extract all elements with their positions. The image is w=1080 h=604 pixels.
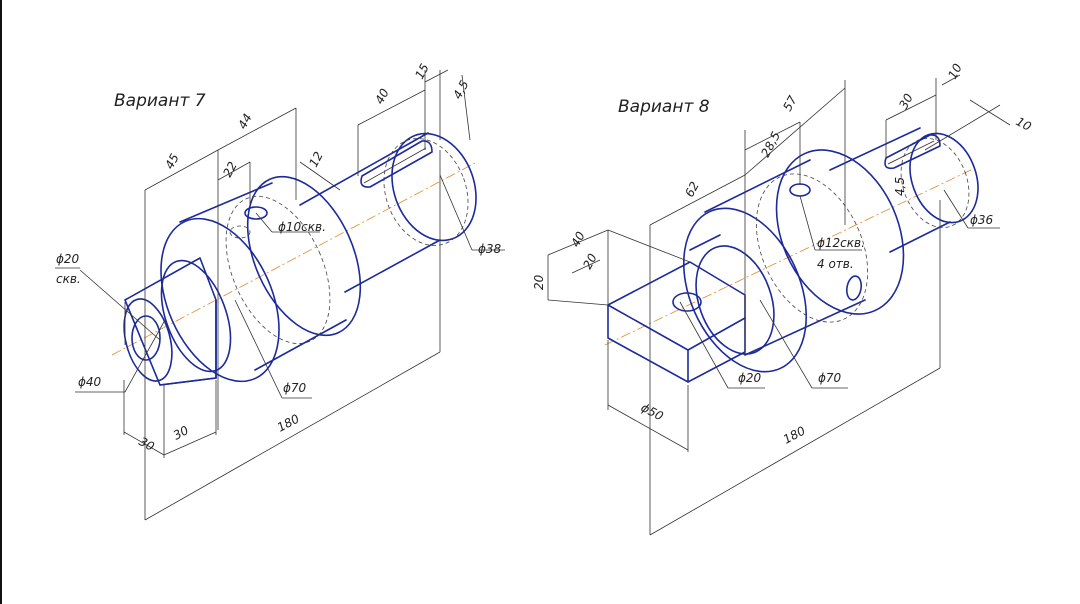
- dim8-d70: ϕ70: [818, 371, 842, 385]
- part8-main-cylinder: [682, 149, 905, 373]
- dim8-180: 180: [781, 423, 808, 446]
- variant-8-drawing: Вариант 8: [532, 61, 1034, 536]
- dim7-44: 44: [235, 111, 255, 131]
- part7-main-cylinder: [160, 175, 362, 383]
- dim8-40: 40: [568, 229, 588, 249]
- dim7-d70: ϕ70: [283, 381, 307, 395]
- dim7-40: 40: [372, 86, 392, 106]
- dim8-57: 57: [780, 93, 800, 113]
- dim8-28-5: 28,5: [758, 129, 783, 159]
- dim7-hole: ϕ10скв.: [278, 220, 326, 234]
- part7-through-hole: [244, 206, 268, 220]
- part8-hole-top: [789, 183, 811, 197]
- dim8-4-5: 4,5: [893, 177, 907, 196]
- dim7-d20: ϕ20: [56, 252, 80, 266]
- part7-square-hole: [131, 315, 161, 361]
- dim8-20b: 20: [532, 274, 546, 290]
- dim8-d50: ϕ50: [639, 400, 666, 423]
- part8-collar: [689, 234, 775, 355]
- dim7-30b: 30: [171, 423, 191, 443]
- variant-8-title: Вариант 8: [618, 97, 710, 117]
- dim7-45: 45: [162, 151, 182, 171]
- part8-dimension-lines: [547, 74, 1011, 536]
- dim8-d36: ϕ36: [970, 213, 994, 227]
- dim7-30a: 30: [137, 434, 157, 454]
- part7-keyway: [360, 140, 433, 188]
- dim8-10a: 10: [945, 61, 965, 81]
- part7-small-shaft: [299, 132, 477, 293]
- dim8-holes: 4 отв.: [817, 257, 854, 271]
- part8-tongue-hole: [672, 292, 702, 312]
- part7-front-boss: [123, 257, 232, 386]
- dim8-hole: ϕ12скв.: [817, 236, 865, 250]
- dim8-d20: ϕ20: [738, 371, 762, 385]
- dim7-180: 180: [275, 411, 302, 434]
- dim7-d40: ϕ40: [78, 375, 102, 389]
- dim7-4-5: 4,5: [450, 78, 471, 101]
- variant-7-title: Вариант 7: [114, 91, 206, 111]
- part8-flat-tongue: [607, 261, 746, 383]
- part8-keyway: [884, 134, 941, 170]
- part8-hole-side: [845, 275, 863, 301]
- dim7-22: 22: [220, 159, 240, 179]
- dim7-skv: скв.: [56, 272, 81, 286]
- dim8-62: 62: [682, 179, 702, 199]
- dim8-20a: 20: [580, 251, 600, 271]
- dim7-12: 12: [306, 149, 326, 169]
- part8-small-shaft: [829, 127, 979, 253]
- dim8-10b: 10: [1014, 114, 1034, 134]
- dim7-15: 15: [412, 61, 432, 81]
- dim7-d38: ϕ38: [478, 242, 502, 256]
- variant-7-drawing: Вариант 7: [55, 61, 505, 521]
- dim8-30: 30: [896, 91, 916, 111]
- part7-dimension-lines: [55, 69, 505, 521]
